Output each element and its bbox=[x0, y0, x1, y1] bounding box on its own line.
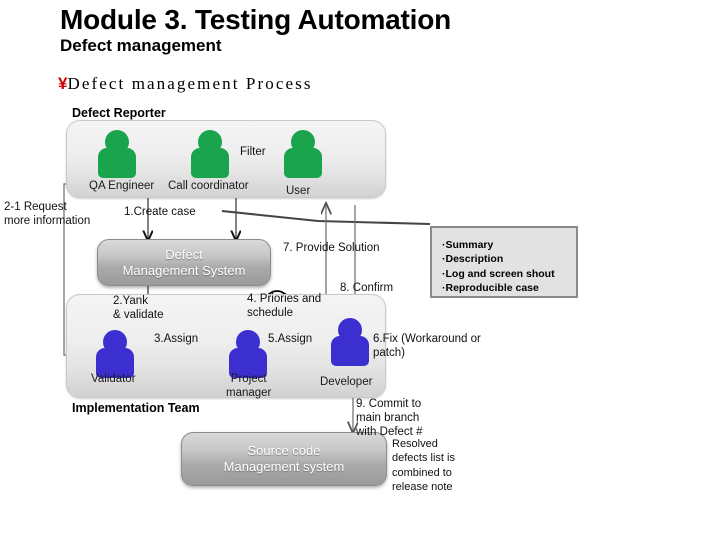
actor-icon-call-coordinator[interactable] bbox=[190, 130, 230, 178]
defect-field-log: ·Log and screen shout bbox=[442, 267, 555, 280]
flow-label-confirm: 8. Confirm bbox=[340, 282, 394, 294]
person-body-icon bbox=[98, 148, 136, 178]
defect-field-repro: ·Reproducible case bbox=[442, 282, 539, 295]
actor-icon-validator[interactable] bbox=[95, 330, 135, 378]
person-body-icon bbox=[96, 348, 134, 378]
flow-label-assign-3: 3.Assign bbox=[154, 333, 199, 345]
actor-icon-project-manager[interactable] bbox=[228, 330, 268, 378]
actor-label-qa-engineer: QA Engineer bbox=[89, 180, 155, 192]
section-heading: ¥Defect management Process bbox=[58, 74, 313, 94]
defect-fields-box: ·Summary ·Description ·Log and screen sh… bbox=[430, 226, 578, 298]
person-body-icon bbox=[331, 336, 369, 366]
flow-label-fix: 6.Fix (Workaround or patch) bbox=[373, 333, 481, 360]
system-box-defect-management[interactable]: Defect Management System bbox=[97, 239, 271, 286]
actor-icon-developer[interactable] bbox=[330, 318, 370, 366]
actor-label-user: User bbox=[286, 185, 311, 197]
flow-label-priories-schedule: 4. Priories and schedule bbox=[247, 293, 322, 320]
actor-label-developer: Developer bbox=[320, 376, 373, 388]
page-subtitle: Defect management bbox=[60, 36, 222, 55]
defect-field-description: ·Description bbox=[442, 253, 504, 266]
lane-label-defect-reporter: Defect Reporter bbox=[72, 106, 166, 120]
actor-icon-qa-engineer[interactable] bbox=[97, 130, 137, 178]
person-body-icon bbox=[229, 348, 267, 378]
person-body-icon bbox=[284, 148, 322, 178]
person-body-icon bbox=[191, 148, 229, 178]
system-box-source-code-management[interactable]: Source code Management system bbox=[181, 432, 387, 486]
yen-bullet-icon: ¥ bbox=[58, 74, 68, 93]
flow-label-request-more-information: 2-1 Request more information bbox=[4, 201, 91, 228]
flow-label-yank-validate: 2.Yank & validate bbox=[113, 295, 164, 322]
defect-field-summary: ·Summary bbox=[442, 239, 494, 251]
page-title: Module 3. Testing Automation bbox=[60, 4, 452, 35]
flow-label-assign-5: 5.Assign bbox=[268, 333, 313, 345]
flow-label-filter: Filter bbox=[240, 146, 266, 158]
actor-label-project-manager: Project manager bbox=[226, 373, 272, 399]
flow-label-create-case: 1.Create case bbox=[124, 206, 196, 218]
flow-label-provide-solution: 7. Provide Solution bbox=[283, 242, 380, 254]
actor-label-call-coordinator: Call coordinator bbox=[168, 180, 249, 192]
actor-icon-user[interactable] bbox=[283, 130, 323, 178]
release-note-annotation: Resolved defects list is combined to rel… bbox=[392, 438, 455, 493]
actor-label-validator: Validator bbox=[91, 373, 136, 385]
section-heading-label: Defect management Process bbox=[67, 74, 313, 93]
lane-label-implementation-team: Implementation Team bbox=[72, 401, 200, 415]
flow-label-commit: 9. Commit to main branch with Defect # bbox=[356, 398, 423, 439]
